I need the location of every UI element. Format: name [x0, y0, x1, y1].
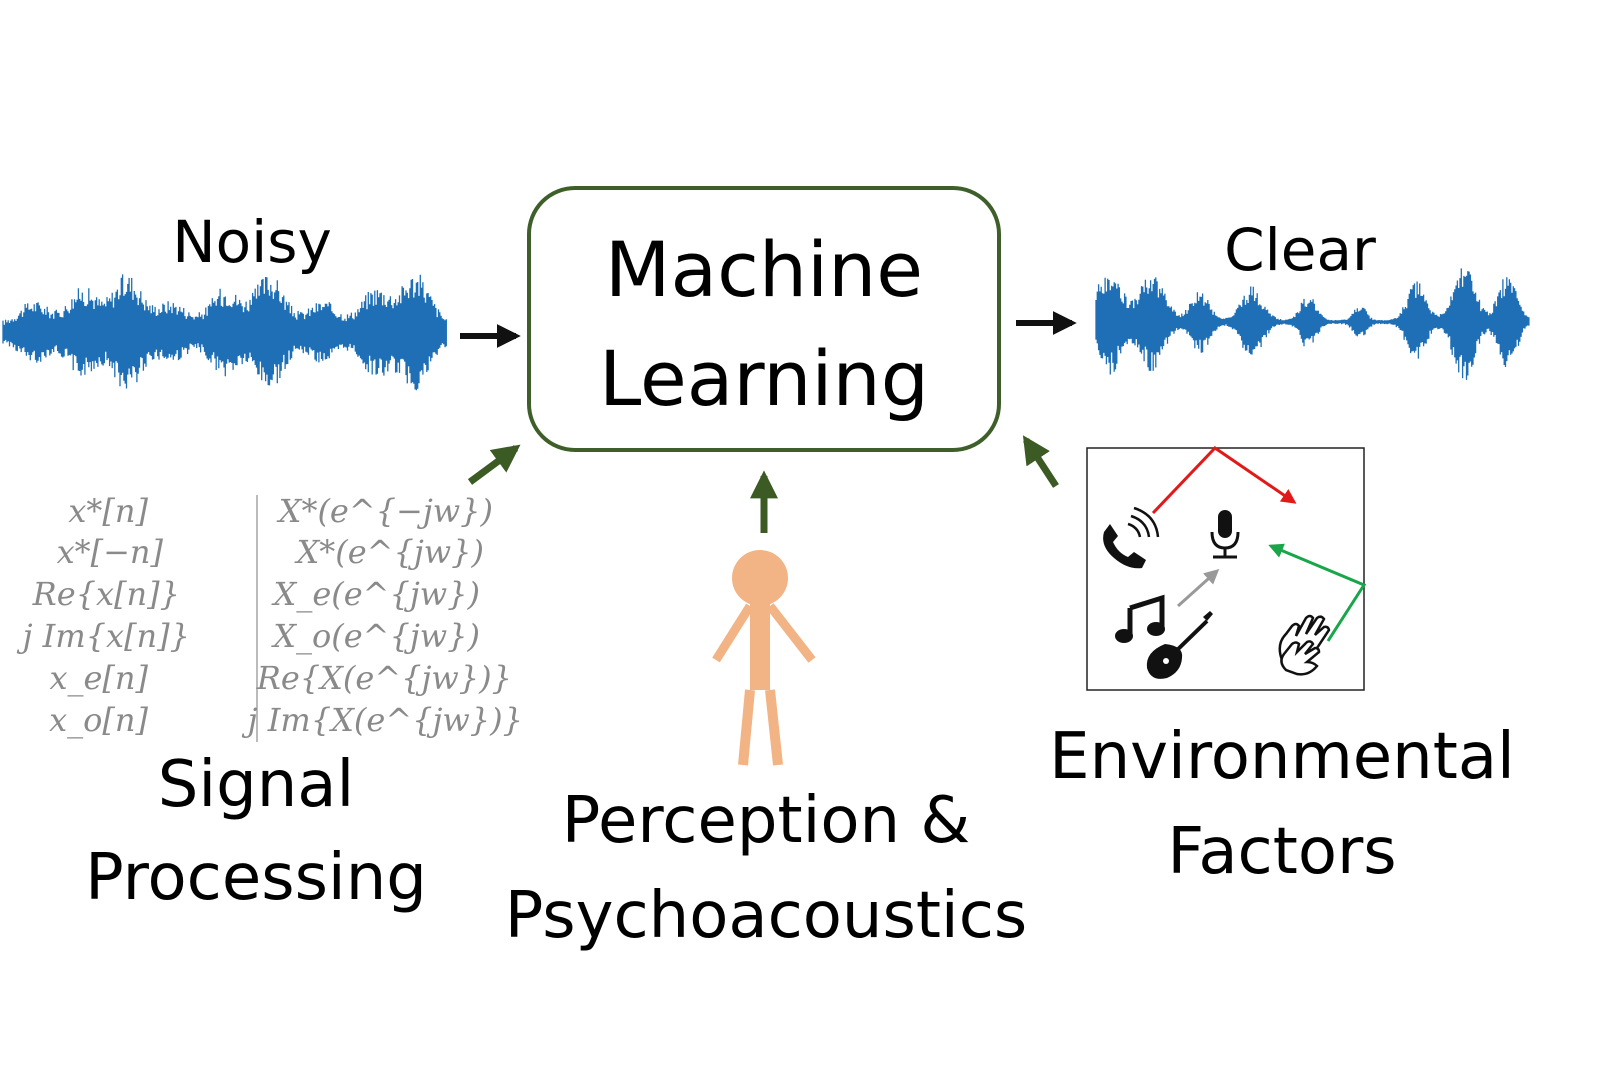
clapping-hands-icon	[1278, 614, 1331, 676]
gray-direct-path	[1176, 568, 1220, 608]
guitar-icon	[1146, 611, 1213, 679]
frequency-property: X*(e^{jw})	[293, 533, 484, 571]
time-property: j Im{x[n]}	[17, 617, 190, 655]
time-property: x*[n]	[68, 492, 148, 530]
phone-icon	[1103, 506, 1160, 569]
time-property: x*[−n]	[57, 533, 164, 571]
signal-processing-label-line1: Signal	[158, 748, 355, 822]
frequency-property: j Im{X(e^{jw})}	[242, 701, 523, 739]
frequency-property: Re{X(e^{jw})}	[256, 659, 512, 697]
clear-waveform-trace	[1095, 268, 1530, 380]
red-reflection-path	[1151, 446, 1297, 515]
frequency-property: X_e(e^{jw})	[271, 575, 480, 613]
frequency-domain-properties: X*(e^{−jw}) X*(e^{jw}) X_e(e^{jw}) X_o(e…	[242, 492, 523, 739]
environmental-label-line2: Factors	[1167, 815, 1396, 889]
noisy-label: Noisy	[172, 208, 332, 276]
frequency-property: X*(e^{−jw})	[276, 492, 493, 530]
time-property: x_o[n]	[49, 701, 148, 739]
perception-label-line2: Psychoacoustics	[505, 879, 1027, 953]
clear-label: Clear	[1224, 216, 1376, 284]
clear-waveform	[1095, 268, 1530, 380]
microphone-icon	[1210, 510, 1240, 559]
signal-processing-label-line2: Processing	[85, 841, 427, 915]
environmental-label-line1: Environmental	[1049, 720, 1515, 794]
frequency-property: X_o(e^{jw})	[270, 617, 480, 655]
environment-arrow	[1022, 435, 1059, 488]
machine-learning-box	[527, 186, 1001, 452]
time-property: x_e[n]	[49, 659, 148, 697]
time-domain-properties: x*[n] x*[−n] Re{x[n]} j Im{x[n]} x_e[n] …	[17, 492, 190, 739]
noisy-waveform-trace	[2, 274, 447, 391]
noisy-waveform	[2, 274, 447, 391]
machine-learning-title-line1: Machine	[605, 225, 923, 314]
environment-panel	[1086, 446, 1367, 691]
signal-processing-arrow	[467, 444, 521, 485]
perception-label-line1: Perception &	[562, 784, 971, 858]
person-icon	[712, 550, 816, 766]
time-property: Re{x[n]}	[32, 575, 180, 613]
machine-learning-title-line2: Learning	[599, 334, 929, 423]
music-note-icon	[1115, 594, 1165, 643]
green-reflection-path	[1268, 543, 1367, 642]
